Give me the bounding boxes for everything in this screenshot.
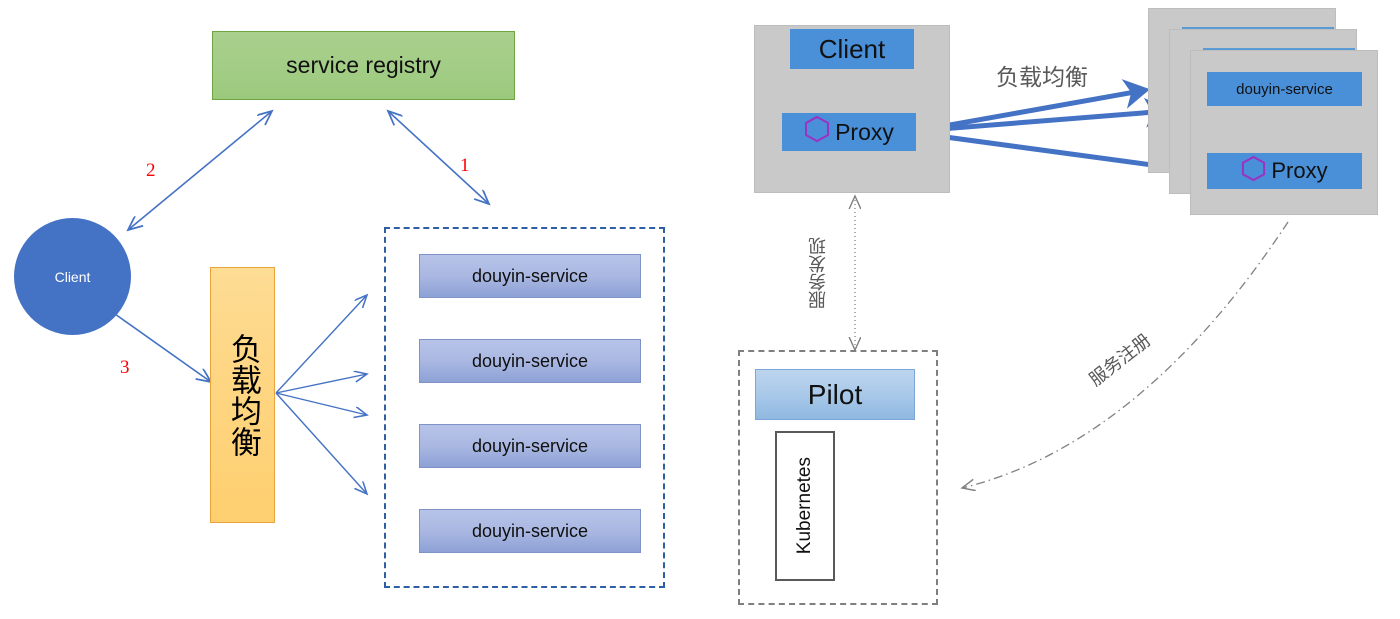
client-sidecar-proxy-box[interactable]: Proxy — [782, 113, 916, 151]
service-pod-card-middle-rule — [1203, 48, 1355, 51]
client-app-box[interactable]: Client — [790, 29, 914, 69]
service-instance-group — [384, 227, 665, 588]
client-circle-label: Client — [54, 268, 91, 285]
douyin-service-label-3: douyin-service — [471, 435, 589, 456]
douyin-service-box-4[interactable]: douyin-service — [419, 509, 641, 553]
arrow-lb-pod-2 — [915, 97, 1171, 134]
douyin-service-box-1[interactable]: douyin-service — [419, 254, 641, 298]
hexagon-icon — [804, 115, 830, 149]
pilot-label: Pilot — [807, 378, 863, 410]
pilot-box[interactable]: Pilot — [755, 369, 915, 420]
load-balancing-annotation: 负载均衡 — [996, 64, 1088, 90]
arrow-lb-service-2 — [275, 374, 367, 394]
arrow-lb-pod-1 — [915, 79, 1150, 134]
service-registry-label: service registry — [286, 52, 441, 78]
service-discovery-annotation: 服务发现 — [808, 237, 828, 309]
arrow-lb-service-1 — [275, 295, 367, 394]
step-number-3: 3 — [120, 357, 130, 378]
hexagon-icon — [1241, 155, 1266, 188]
client-circle[interactable]: Client — [14, 218, 131, 335]
arrow-lb-service-3 — [275, 392, 367, 415]
client-sidecar-proxy-label: Proxy — [835, 118, 894, 145]
load-balancer-label: 负载均衡 — [225, 333, 261, 457]
douyin-service-label-2: douyin-service — [471, 350, 589, 371]
control-plane-container — [738, 350, 938, 605]
arrow-registry-services — [388, 111, 489, 204]
douyin-service-box-2[interactable]: douyin-service — [419, 339, 641, 383]
arrow-lb-service-4 — [275, 392, 367, 494]
service-sidecar-proxy-label: Proxy — [1271, 158, 1328, 183]
step-number-1: 1 — [460, 155, 470, 176]
service-registry-box[interactable]: service registry — [212, 31, 515, 100]
service-pod-app-label: douyin-service — [1236, 80, 1333, 98]
kubernetes-box[interactable]: Kubernetes — [775, 431, 835, 581]
douyin-service-label-1: douyin-service — [471, 265, 589, 286]
kubernetes-label: Kubernetes — [794, 457, 815, 555]
step-number-2: 2 — [146, 160, 156, 181]
load-balancer-box[interactable]: 负载均衡 — [210, 267, 275, 523]
client-app-label: Client — [818, 33, 886, 64]
service-pod-card-back-rule — [1182, 27, 1334, 30]
service-registration-annotation: 服务注册 — [1085, 329, 1155, 390]
service-sidecar-proxy-box[interactable]: Proxy — [1207, 153, 1362, 189]
douyin-service-box-3[interactable]: douyin-service — [419, 424, 641, 468]
service-pod-app-box[interactable]: douyin-service — [1207, 72, 1362, 106]
douyin-service-label-4: douyin-service — [471, 520, 589, 541]
